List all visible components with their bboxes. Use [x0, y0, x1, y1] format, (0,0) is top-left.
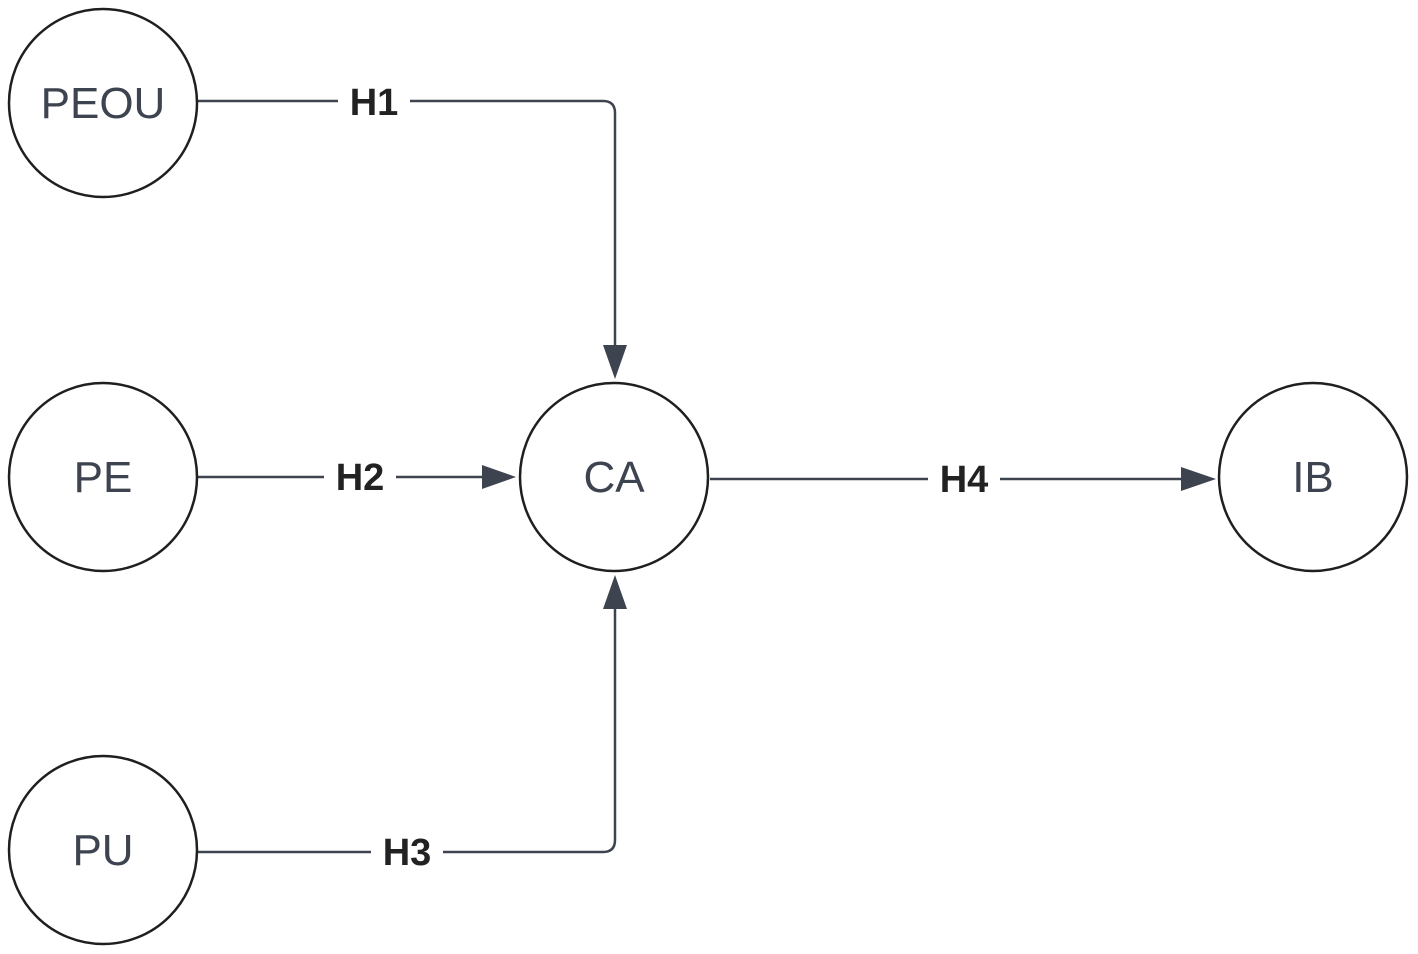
node-pu-label: PU	[72, 826, 133, 875]
edge-h2-label: H2	[336, 457, 385, 499]
node-pe-label: PE	[74, 453, 133, 502]
node-pe-circle	[7, 381, 199, 573]
edge-h4-arrowhead	[1181, 467, 1216, 491]
edge-h1: H1	[197, 78, 627, 379]
node-ca-circle	[518, 381, 710, 573]
node-ca: CA	[518, 381, 710, 573]
node-pu-circle	[7, 754, 199, 946]
node-ca-label: CA	[583, 453, 645, 502]
edge-h3-line	[197, 603, 617, 854]
node-peou-circle	[7, 7, 199, 199]
node-pu: PU	[7, 754, 199, 946]
edge-h1-line	[197, 99, 617, 350]
edge-h1-label: H1	[350, 82, 399, 124]
edge-h4: H4	[710, 456, 1216, 502]
edge-h2: H2	[197, 454, 516, 500]
node-pe: PE	[7, 381, 199, 573]
node-ib-label: IB	[1292, 453, 1334, 502]
node-peou: PEOU	[7, 7, 199, 199]
node-ib: IB	[1217, 381, 1409, 573]
edge-h3: H3	[197, 575, 627, 875]
node-peou-label: PEOU	[41, 79, 166, 128]
node-ib-circle	[1217, 381, 1409, 573]
edge-h1-arrowhead	[603, 345, 627, 379]
edge-h2-arrowhead	[482, 465, 516, 489]
edge-h4-label: H4	[940, 459, 989, 501]
edge-h3-label: H3	[383, 832, 432, 874]
edge-h3-arrowhead	[603, 575, 627, 609]
